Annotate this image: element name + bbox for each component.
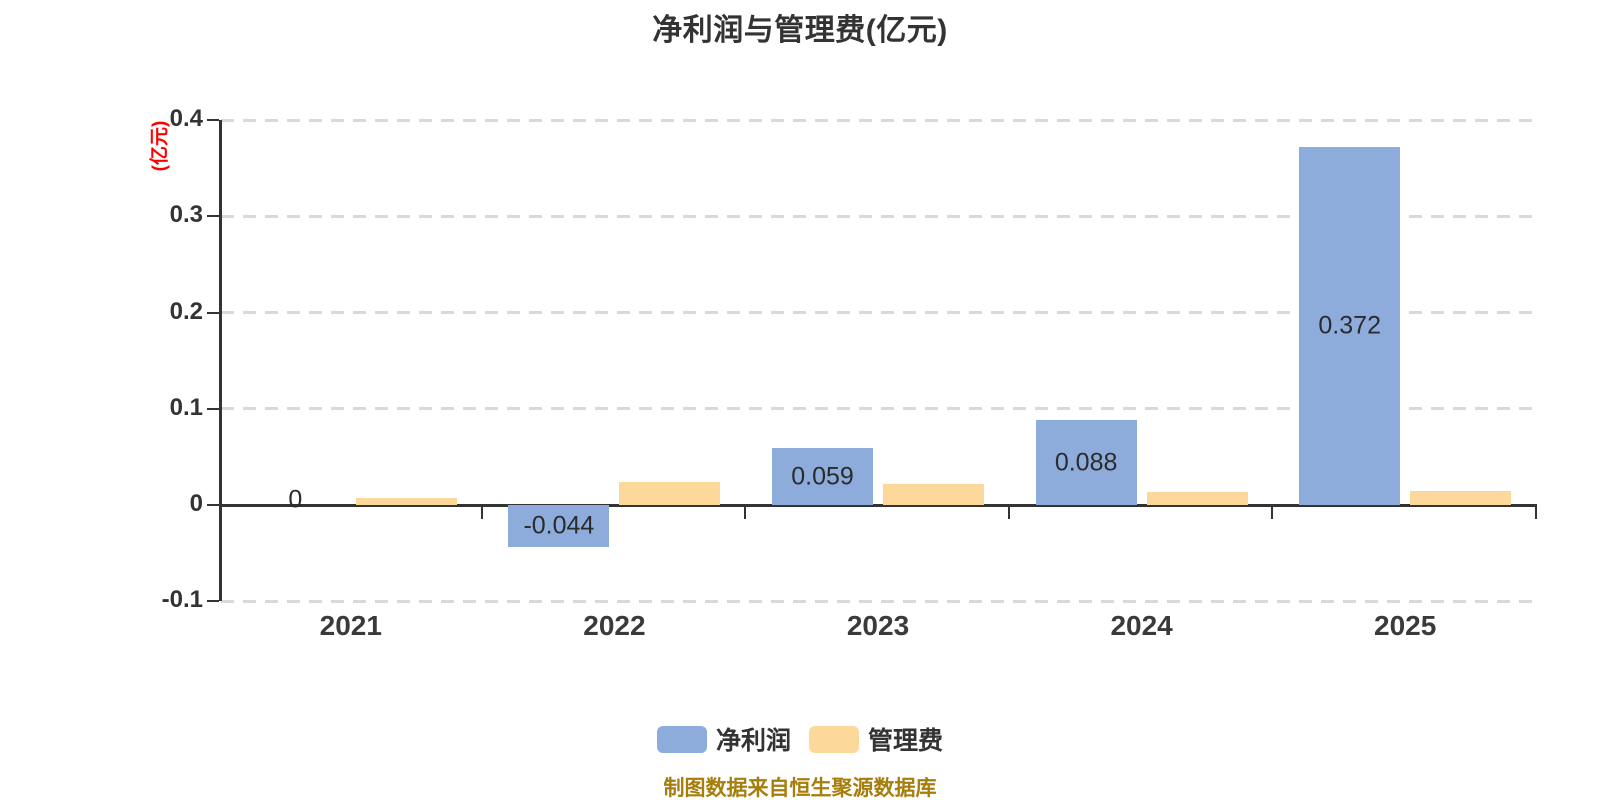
net-profit-bar bbox=[1035, 420, 1137, 505]
gridline bbox=[221, 214, 1537, 218]
y-axis-line bbox=[219, 120, 222, 602]
management-fee-bar bbox=[1146, 491, 1248, 505]
legend-item-net-profit[interactable]: 净利润 bbox=[656, 721, 791, 757]
management-fee-legend-swatch bbox=[809, 725, 859, 753]
y-axis-tick-label: 0.1 bbox=[169, 393, 203, 421]
gridline bbox=[221, 599, 1537, 603]
x-axis-tick bbox=[1007, 505, 1010, 519]
bar-value-label: 0.059 bbox=[791, 462, 854, 491]
bar-value-label: 0.088 bbox=[1054, 448, 1118, 477]
y-axis-tick bbox=[207, 119, 219, 121]
x-axis-tick bbox=[1271, 505, 1274, 519]
y-axis-tick bbox=[207, 504, 219, 506]
management-fee-legend-label: 管理费 bbox=[868, 727, 944, 755]
management-fee-bar bbox=[619, 481, 721, 505]
y-axis-tick-label: 0.2 bbox=[169, 297, 203, 325]
bar-value-label: 0 bbox=[288, 485, 303, 514]
x-axis-label: 2022 bbox=[583, 610, 646, 641]
y-axis-tick-label: -0.1 bbox=[161, 586, 203, 614]
legend-item-management-fee[interactable]: 管理费 bbox=[809, 721, 943, 757]
management-fee-bar bbox=[883, 483, 984, 505]
management-fee-bar bbox=[355, 498, 457, 505]
data-source-caption: 制图数据来自恒生聚源数据库 bbox=[663, 777, 937, 800]
legend: 净利润 管理费 bbox=[0, 721, 1600, 757]
y-axis-tick-label: 0.4 bbox=[169, 104, 203, 132]
x-axis-tick bbox=[744, 505, 747, 519]
y-axis-tick bbox=[207, 311, 219, 314]
bar-value-label: -0.044 bbox=[523, 511, 595, 540]
y-axis-tick bbox=[207, 407, 219, 410]
net-profit-legend-swatch bbox=[656, 725, 707, 753]
net-profit-bar bbox=[508, 505, 610, 548]
y-axis-tick bbox=[207, 600, 219, 603]
x-axis-label: 2023 bbox=[846, 610, 910, 641]
gridline bbox=[221, 311, 1537, 314]
y-axis-tick-label: 0 bbox=[189, 489, 203, 517]
net-profit-bar bbox=[772, 448, 873, 505]
chart-title: 净利润与管理费(亿元) bbox=[652, 14, 948, 47]
gridline bbox=[221, 407, 1537, 411]
management-fee-bar bbox=[1410, 490, 1512, 505]
x-axis-tick bbox=[1535, 505, 1537, 519]
bar-value-label: 0.372 bbox=[1318, 311, 1381, 340]
x-axis-label: 2021 bbox=[319, 610, 382, 641]
x-axis-label: 2024 bbox=[1110, 610, 1173, 641]
net-profit-bar bbox=[1299, 146, 1401, 505]
gridline bbox=[221, 118, 1537, 122]
x-axis-line bbox=[219, 503, 1537, 507]
net-profit-legend-label: 净利润 bbox=[715, 727, 791, 755]
y-axis-tick-label: 0.3 bbox=[169, 201, 203, 229]
y-axis-tick bbox=[207, 215, 219, 218]
x-axis-tick bbox=[480, 505, 483, 519]
x-axis-label: 2025 bbox=[1374, 610, 1437, 641]
